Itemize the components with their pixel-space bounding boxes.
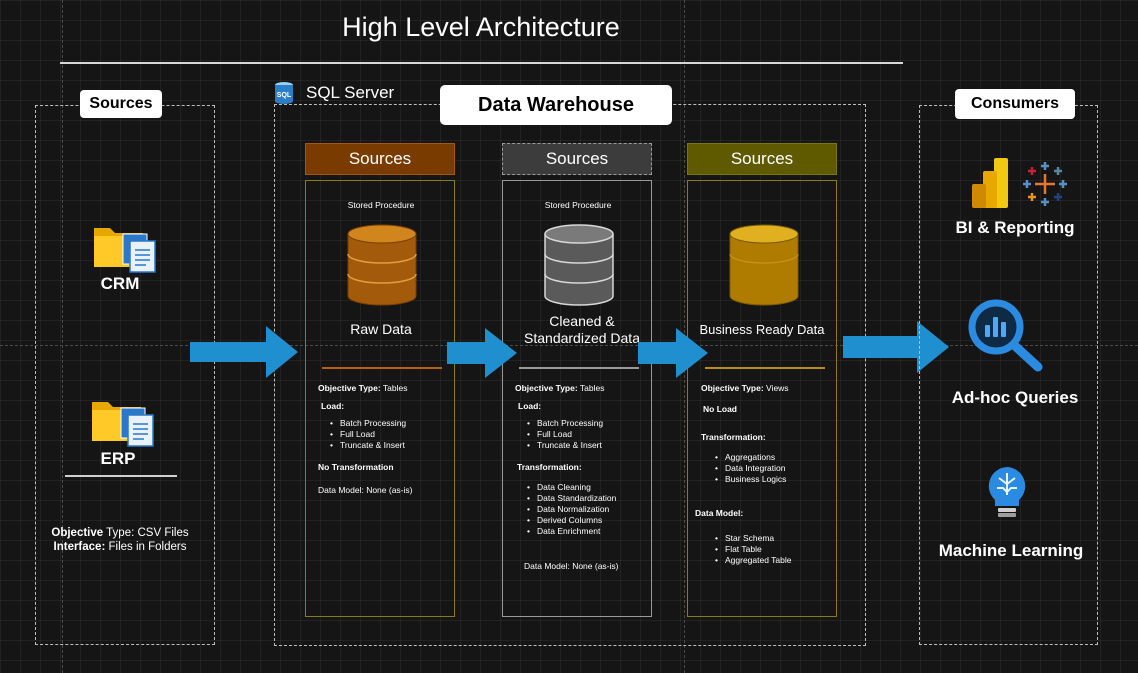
adhoc-queries-label: Ad-hoc Queries bbox=[951, 388, 1079, 407]
business-ready-label: Business Ready Data bbox=[699, 322, 825, 337]
layer-box-gold bbox=[687, 180, 837, 617]
list-item: Data Cleaning bbox=[527, 482, 647, 493]
crm-folder-icon bbox=[93, 222, 159, 274]
list-item: Star Schema bbox=[715, 533, 833, 544]
transformation-label: Transformation: bbox=[701, 432, 766, 442]
data-model-label: Data Model: None (as-is) bbox=[524, 561, 619, 571]
layer-box-silver bbox=[502, 180, 652, 617]
crm-label: CRM bbox=[100, 274, 140, 293]
objective-type-label: Objective Type: bbox=[318, 383, 381, 393]
layer-details-bronze: Objective Type: Tables Load: Batch Proce… bbox=[318, 383, 450, 496]
machine-learning-icon bbox=[986, 466, 1028, 520]
transformation-label: Transformation: bbox=[517, 462, 582, 472]
guide-line-vertical bbox=[62, 0, 63, 673]
objective-type-value: Tables bbox=[380, 383, 408, 393]
objective-type-value: Tables bbox=[577, 383, 605, 393]
list-item: Batch Processing bbox=[527, 418, 647, 429]
layer-header-gold: Sources bbox=[687, 143, 837, 175]
arrow-right-icon bbox=[638, 328, 710, 383]
load-label: Load: bbox=[518, 401, 542, 411]
power-bi-icon bbox=[970, 158, 1010, 208]
transformation-label: No Transformation bbox=[318, 462, 394, 472]
sql-server-icon: SQL bbox=[273, 81, 295, 105]
erp-underline bbox=[65, 475, 177, 477]
tableau-icon bbox=[1022, 161, 1068, 207]
list-item: Data Enrichment bbox=[527, 526, 647, 537]
list-item: Derived Columns bbox=[527, 515, 647, 526]
load-label: No Load bbox=[703, 404, 737, 414]
layer-divider bbox=[519, 367, 639, 369]
layer-divider bbox=[705, 367, 825, 369]
page-title: High Level Architecture bbox=[342, 12, 620, 42]
objective-type-label: Objective Type: bbox=[515, 383, 578, 393]
list-item: Truncate & Insert bbox=[527, 440, 647, 451]
objective-label: Objective bbox=[51, 527, 104, 539]
sources-objective: Objective Type: CSV Files Interface: Fil… bbox=[40, 526, 200, 554]
list-item: Aggregations bbox=[715, 452, 833, 463]
stored-procedure-label: Stored Procedure bbox=[347, 200, 415, 210]
bi-reporting-label: BI & Reporting bbox=[955, 218, 1075, 237]
data-model-label: Data Model: bbox=[695, 508, 744, 518]
bronze-database-icon bbox=[347, 224, 417, 306]
list-item: Flat Table bbox=[715, 544, 833, 555]
load-list: Batch Processing Full Load Truncate & In… bbox=[330, 418, 450, 451]
objective-type-value: Views bbox=[763, 383, 789, 393]
data-model-list: Star Schema Flat Table Aggregated Table bbox=[715, 533, 833, 566]
list-item: Data Integration bbox=[715, 463, 833, 474]
title-underline bbox=[60, 62, 903, 64]
silver-database-icon bbox=[544, 224, 614, 306]
list-item: Business Logics bbox=[715, 474, 833, 485]
sources-panel-label: Sources bbox=[80, 90, 162, 118]
objective-type-label: Objective Type: bbox=[701, 383, 764, 393]
sql-server-label: SQL Server bbox=[306, 83, 395, 102]
layer-divider bbox=[322, 367, 442, 369]
load-label: Load: bbox=[321, 401, 345, 411]
arrow-right-icon bbox=[190, 326, 300, 383]
transformation-list: Aggregations Data Integration Business L… bbox=[715, 452, 833, 485]
sources-panel bbox=[35, 105, 215, 645]
data-warehouse-label: Data Warehouse bbox=[440, 85, 672, 125]
interface-label: Interface: bbox=[53, 541, 106, 553]
list-item: Truncate & Insert bbox=[330, 440, 450, 451]
stored-procedure-label: Stored Procedure bbox=[544, 200, 612, 210]
data-model-label: Data Model: None (as-is) bbox=[318, 485, 413, 495]
guide-line-horizontal bbox=[0, 345, 1138, 346]
load-list: Batch Processing Full Load Truncate & In… bbox=[527, 418, 647, 451]
interface-value: Files in Folders bbox=[105, 541, 187, 553]
transformation-list: Data Cleaning Data Standardization Data … bbox=[527, 482, 647, 537]
list-item: Full Load bbox=[527, 429, 647, 440]
machine-learning-label: Machine Learning bbox=[938, 541, 1084, 560]
objective-value: Type: CSV Files bbox=[103, 527, 189, 539]
erp-folder-icon bbox=[91, 396, 157, 448]
arrow-right-icon bbox=[447, 328, 519, 383]
list-item: Data Standardization bbox=[527, 493, 647, 504]
list-item: Data Normalization bbox=[527, 504, 647, 515]
erp-label: ERP bbox=[100, 449, 136, 468]
arrow-right-icon bbox=[843, 321, 951, 378]
layer-header-bronze: Sources bbox=[305, 143, 455, 175]
list-item: Aggregated Table bbox=[715, 555, 833, 566]
layer-details-silver: Objective Type: Tables Load: Batch Proce… bbox=[515, 383, 647, 572]
list-item: Full Load bbox=[330, 429, 450, 440]
layer-header-silver: Sources bbox=[502, 143, 652, 175]
raw-data-label: Raw Data bbox=[350, 321, 412, 337]
gold-database-icon bbox=[729, 224, 799, 306]
layer-details-gold: Objective Type: Views No Load Transforma… bbox=[695, 383, 833, 566]
layer-box-bronze bbox=[305, 180, 455, 617]
svg-text:SQL: SQL bbox=[277, 92, 292, 99]
consumers-panel-label: Consumers bbox=[955, 89, 1075, 119]
cleaned-data-label: Cleaned & Standardized Data bbox=[524, 313, 640, 346]
search-analytics-icon bbox=[968, 299, 1048, 373]
list-item: Batch Processing bbox=[330, 418, 450, 429]
